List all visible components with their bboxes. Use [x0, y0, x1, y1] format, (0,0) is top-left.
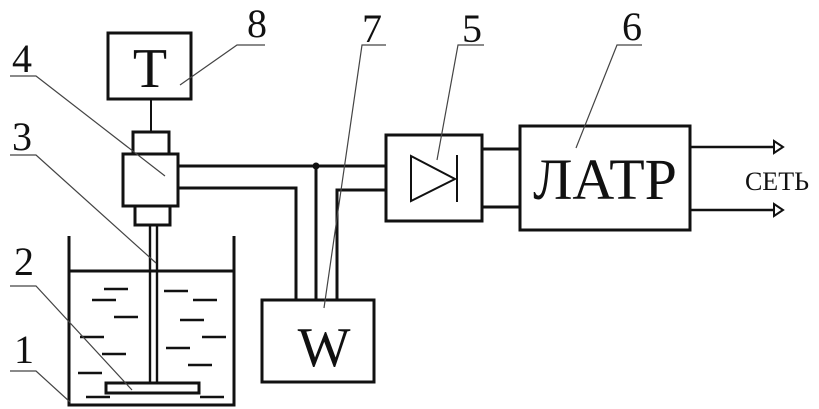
- callout-number-7: 7: [362, 6, 382, 51]
- callout-number-4: 4: [12, 36, 32, 81]
- autotransformer-block: [518, 124, 692, 232]
- wattmeter-block: [260, 298, 376, 384]
- mains-label: СЕТЬ: [745, 167, 809, 196]
- callout-number-3: 3: [12, 114, 32, 159]
- arrow-right-icon: [773, 139, 785, 155]
- callout-number-8: 8: [247, 1, 267, 46]
- wattmeter-label: W: [298, 317, 351, 379]
- callouts: 8 4 3 2 1 7 5 6: [10, 1, 642, 403]
- autotransformer-label: ЛАТР: [533, 147, 677, 212]
- junction-dot: [312, 162, 320, 170]
- callout-number-1: 1: [14, 327, 34, 372]
- rod: [148, 225, 159, 383]
- diode-icon: [410, 154, 458, 203]
- wires: [178, 147, 520, 300]
- thermometer-label: T: [133, 38, 167, 100]
- thermometer-block: [106, 31, 193, 101]
- disc-sample: [104, 381, 201, 395]
- callout-number-5: 5: [462, 6, 482, 51]
- rectifier-block: [384, 133, 484, 223]
- vessel: [67, 236, 236, 407]
- liquid-hatching: [78, 287, 226, 399]
- vessel-walls: [67, 236, 236, 407]
- arrow-right-icon: [773, 202, 785, 218]
- callout-number-2: 2: [14, 239, 34, 284]
- callout-number-6: 6: [622, 4, 642, 49]
- heater-holder: [121, 130, 180, 227]
- mains-outputs: [690, 139, 785, 218]
